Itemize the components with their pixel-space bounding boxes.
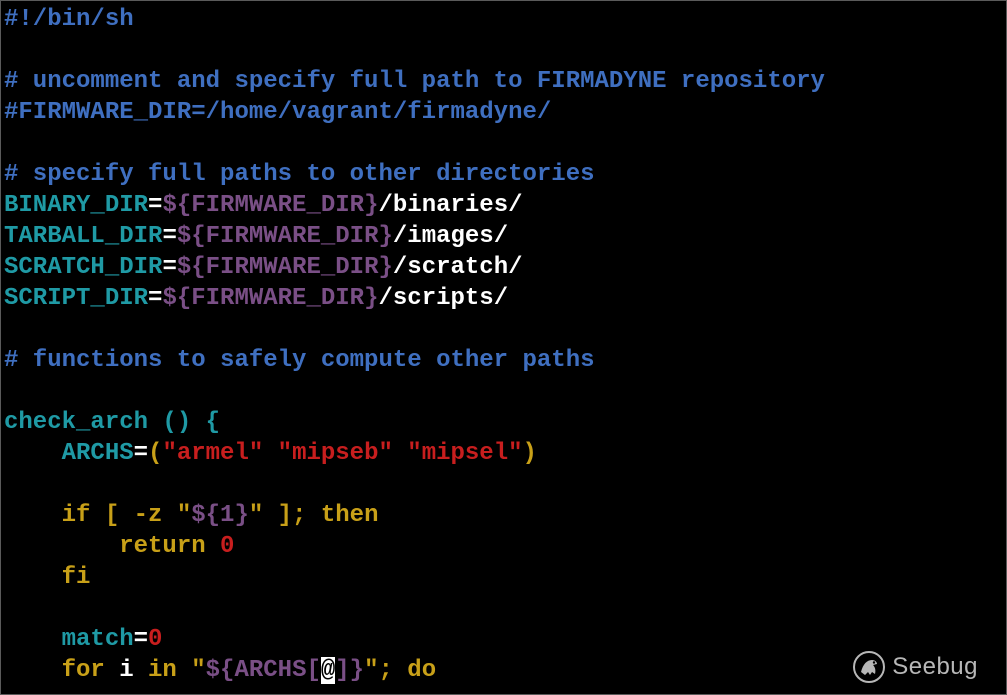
code-token: fi <box>61 564 91 591</box>
code-token: " ]; then <box>248 502 379 529</box>
code-line[interactable]: check_arch () { <box>4 407 825 438</box>
code-token <box>4 626 62 653</box>
code-token: "mipseb" <box>277 440 393 467</box>
text-cursor: @ <box>320 657 336 684</box>
code-line[interactable]: #!/bin/sh <box>4 4 825 35</box>
code-token <box>4 657 62 684</box>
code-line[interactable]: BINARY_DIR=${FIRMWARE_DIR}/binaries/ <box>4 190 825 221</box>
code-token: # functions to safely compute other path… <box>4 347 595 374</box>
code-line[interactable] <box>4 128 825 159</box>
code-token: in <box>148 657 192 684</box>
code-token: ${FIRMWARE_DIR} <box>162 285 379 312</box>
code-token: ( <box>148 440 163 467</box>
code-token: check_arch () { <box>4 409 221 436</box>
code-token: BINARY_DIR <box>4 192 149 219</box>
code-token: /images/ <box>392 223 509 250</box>
code-token: 0 <box>220 533 235 560</box>
code-token: #!/bin/sh <box>4 6 134 33</box>
code-token: = <box>148 192 163 219</box>
code-line[interactable] <box>4 35 825 66</box>
code-line[interactable]: if [ -z "${1}" ]; then <box>4 500 825 531</box>
code-token: SCRATCH_DIR <box>4 254 163 281</box>
code-token: = <box>133 440 149 467</box>
code-token: ${FIRMWARE_DIR} <box>176 223 393 250</box>
code-line[interactable]: # uncomment and specify full path to FIR… <box>4 66 825 97</box>
code-line[interactable]: SCRATCH_DIR=${FIRMWARE_DIR}/scratch/ <box>4 252 825 283</box>
code-token <box>393 440 407 467</box>
code-token: ]} <box>335 657 365 684</box>
code-token: if [ -z " <box>61 502 192 529</box>
code-line[interactable]: SCRIPT_DIR=${FIRMWARE_DIR}/scripts/ <box>4 283 825 314</box>
code-token: = <box>162 223 177 250</box>
code-token: " <box>191 657 206 684</box>
code-line[interactable] <box>4 376 825 407</box>
code-token <box>263 440 277 467</box>
code-token: = <box>162 254 177 281</box>
code-token: SCRIPT_DIR <box>4 285 149 312</box>
code-token: = <box>133 626 149 653</box>
code-line[interactable] <box>4 469 825 500</box>
code-token: "; do <box>364 657 437 684</box>
code-line[interactable]: return 0 <box>4 531 825 562</box>
code-token: "mipsel" <box>407 440 523 467</box>
code-token: /binaries/ <box>378 192 523 219</box>
code-token <box>4 440 62 467</box>
code-token: for <box>61 657 120 684</box>
code-token: #FIRMWARE_DIR=/home/vagrant/firmadyne/ <box>4 99 552 126</box>
code-line[interactable]: ARCHS=("armel" "mipseb" "mipsel") <box>4 438 825 469</box>
code-line[interactable]: match=0 <box>4 624 825 655</box>
code-token: ARCHS <box>61 440 134 467</box>
code-token: 0 <box>148 626 163 653</box>
code-line[interactable]: TARBALL_DIR=${FIRMWARE_DIR}/images/ <box>4 221 825 252</box>
code-line[interactable] <box>4 593 825 624</box>
code-token: = <box>148 285 163 312</box>
code-token: # uncomment and specify full path to FIR… <box>4 68 825 95</box>
seebug-logo-icon <box>853 651 886 683</box>
code-token: ) <box>522 440 537 467</box>
code-token: ${ARCHS[ <box>205 657 321 684</box>
code-token <box>4 502 62 529</box>
code-token <box>4 533 119 560</box>
code-line[interactable]: # functions to safely compute other path… <box>4 345 825 376</box>
code-token: "armel" <box>162 440 264 467</box>
code-line[interactable]: fi <box>4 562 825 593</box>
code-token: /scratch/ <box>392 254 523 281</box>
code-token: /scripts/ <box>378 285 509 312</box>
code-token: ${1} <box>191 502 249 529</box>
code-token: return <box>119 533 221 560</box>
code-line[interactable]: for i in "${ARCHS[@]}"; do <box>4 655 825 686</box>
code-token: i <box>119 657 149 684</box>
code-editor[interactable]: #!/bin/sh # uncomment and specify full p… <box>4 4 825 686</box>
code-token: ${FIRMWARE_DIR} <box>176 254 393 281</box>
code-token <box>4 564 62 591</box>
code-line[interactable]: # specify full paths to other directorie… <box>4 159 825 190</box>
code-line[interactable] <box>4 314 825 345</box>
watermark-text: Seebug <box>892 653 978 680</box>
seebug-watermark: Seebug <box>852 650 978 684</box>
code-token: match <box>61 626 134 653</box>
code-token: # specify full paths to other directorie… <box>4 161 595 188</box>
code-token: ${FIRMWARE_DIR} <box>162 192 379 219</box>
code-line[interactable]: #FIRMWARE_DIR=/home/vagrant/firmadyne/ <box>4 97 825 128</box>
code-token: TARBALL_DIR <box>4 223 163 250</box>
